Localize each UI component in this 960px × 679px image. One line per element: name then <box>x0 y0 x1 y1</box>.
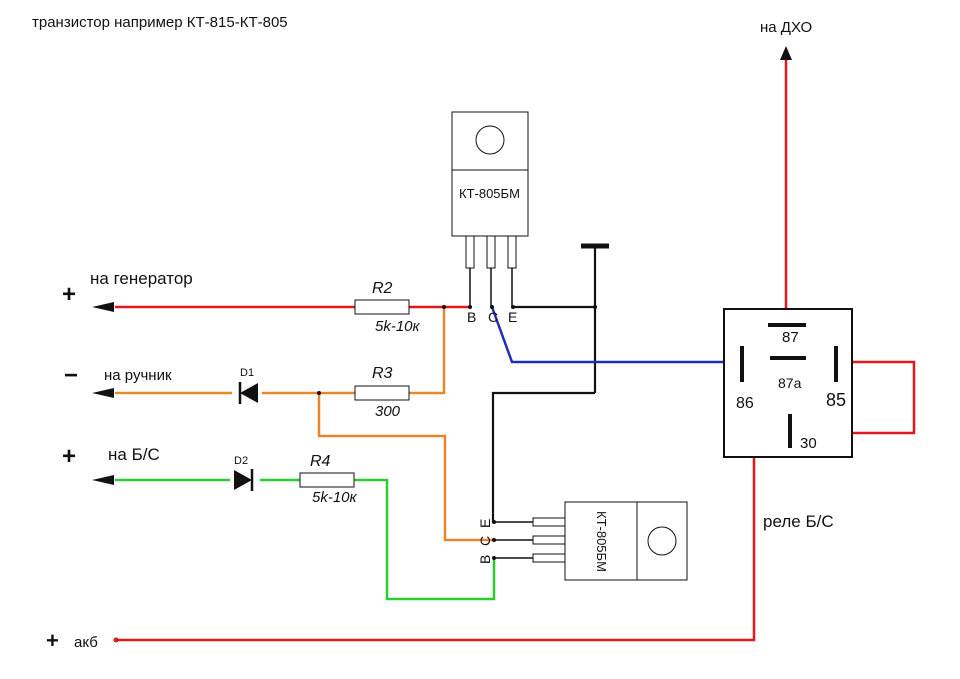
relay-caption: реле Б/С <box>763 512 834 531</box>
brake-light-wire <box>115 478 496 601</box>
generator-label: на генератор <box>90 269 193 288</box>
r2-name: R2 <box>372 280 393 297</box>
transistor-top-label: КТ-805БМ <box>459 186 520 201</box>
ground-wire <box>491 243 609 522</box>
d1-name: D1 <box>240 367 254 379</box>
brake-light-sign: + <box>62 443 76 470</box>
generator-arrow-icon <box>92 302 114 312</box>
transistor-bottom-label: КТ-805БМ <box>594 511 609 572</box>
r4-value: 5k-10к <box>312 489 358 506</box>
bottom-pin-c: C <box>477 536 493 546</box>
r2-value: 5k-10к <box>375 318 421 335</box>
top-pin-b: B <box>467 309 476 325</box>
handbrake-label: на ручник <box>104 367 172 384</box>
handbrake-wire <box>115 307 494 542</box>
diode-d2: D2 <box>234 455 254 491</box>
relay: 87 87a 86 85 30 <box>723 308 853 458</box>
d2-name: D2 <box>234 455 248 467</box>
resistor-r3: R3 300 <box>354 365 410 420</box>
drl-arrow-icon <box>780 46 792 60</box>
battery-terminal-icon <box>113 637 119 643</box>
bottom-pin-e: E <box>477 519 493 528</box>
relay-pin-87a: 87a <box>778 375 802 391</box>
relay-power-wire <box>115 60 916 642</box>
drl-label: на ДХО <box>760 19 812 36</box>
generator-sign: + <box>62 281 76 308</box>
resistor-r2: R2 5k-10к <box>354 280 421 335</box>
top-pin-e: E <box>508 309 517 325</box>
relay-pin-87: 87 <box>782 329 799 346</box>
relay-pin-30: 30 <box>800 435 817 452</box>
relay-pin-86: 86 <box>736 395 754 412</box>
diode-d1: D1 <box>238 367 258 404</box>
junction-dots <box>317 305 597 560</box>
battery-label: акб <box>74 634 98 651</box>
brake-light-arrow-icon <box>92 475 114 485</box>
transistor-top: КТ-805БМ B C E <box>451 111 529 325</box>
battery-sign: + <box>46 628 59 653</box>
diagram-title: транзистор например КТ-815-КТ-805 <box>32 14 288 31</box>
r3-name: R3 <box>372 365 393 382</box>
resistor-r4: R4 5k-10к <box>299 453 358 506</box>
brake-light-label: на Б/С <box>108 445 160 464</box>
relay-coil-wire <box>490 306 724 364</box>
transistor-bottom: КТ-805БМ E C B <box>477 501 688 581</box>
handbrake-sign: − <box>64 362 78 389</box>
relay-pin-85: 85 <box>826 390 846 410</box>
r4-name: R4 <box>310 453 331 470</box>
handbrake-arrow-icon <box>92 388 114 398</box>
bottom-pin-b: B <box>477 555 493 564</box>
top-pin-c: C <box>488 309 498 325</box>
r3-value: 300 <box>375 403 401 420</box>
